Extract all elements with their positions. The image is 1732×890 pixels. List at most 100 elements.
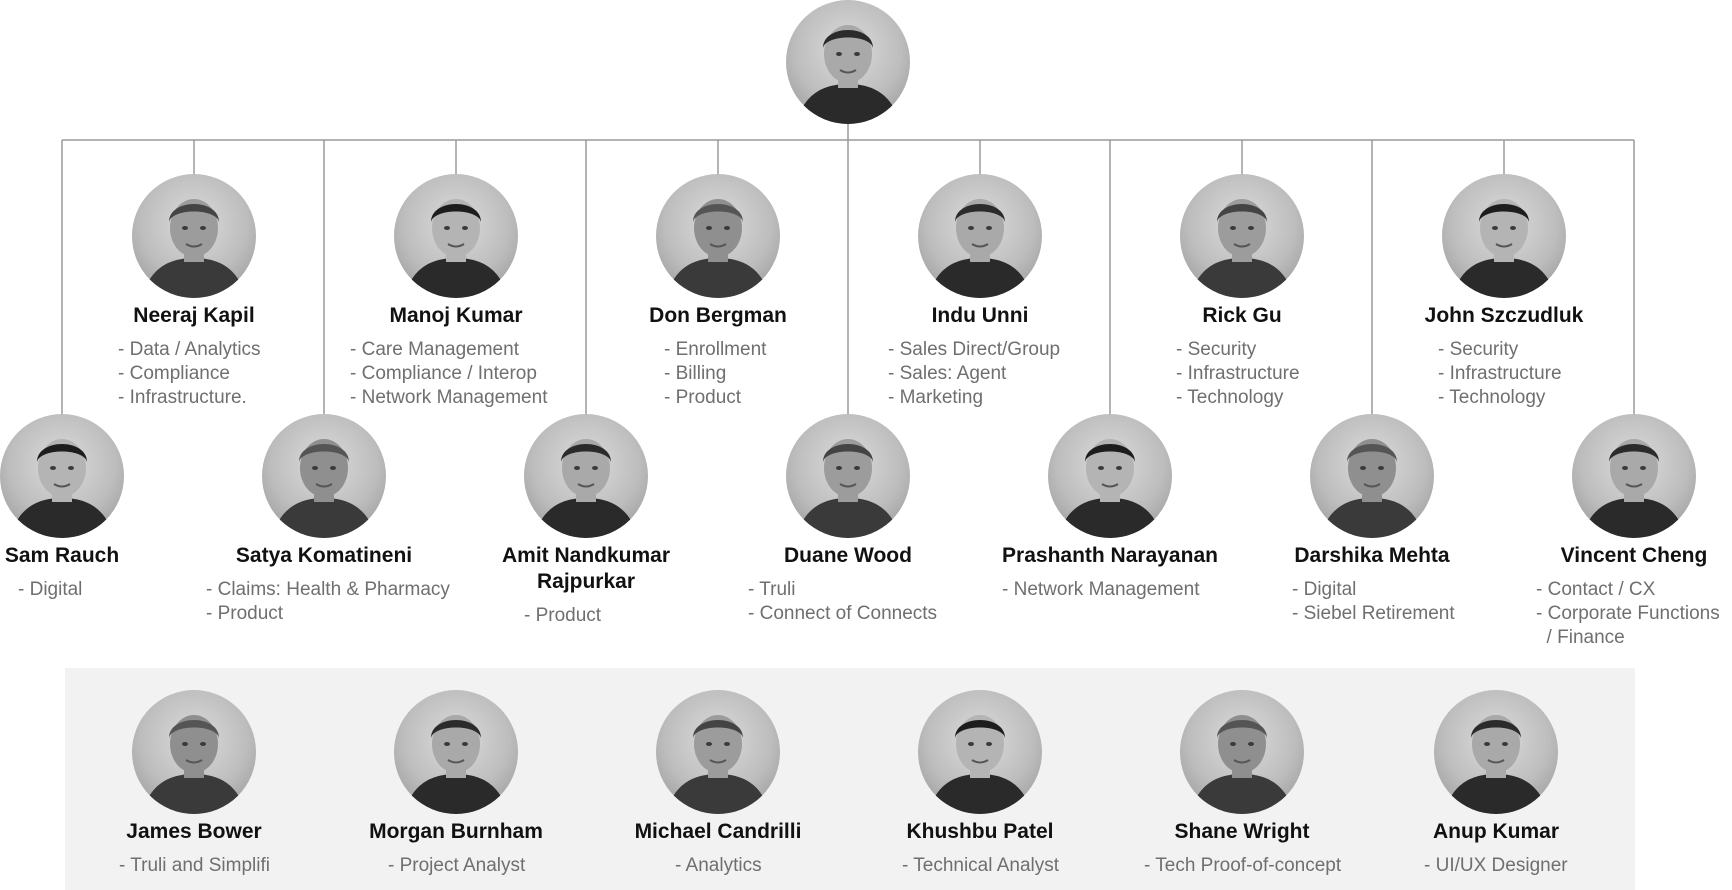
person-name: Don Bergman [649, 304, 787, 327]
role-item: - Tech Proof-of-concept [1144, 855, 1342, 876]
role-item: - Security [1438, 339, 1519, 360]
team-panel [65, 668, 1635, 890]
team-photo [656, 690, 780, 814]
role-item: - Product [206, 603, 284, 624]
leader-photo [1180, 174, 1304, 298]
person-name-line: Amit Nandkumar [501, 544, 671, 567]
role-item: - Truli [748, 579, 796, 600]
person-name: Indu Unni [931, 304, 1029, 327]
person-photo-icon [404, 199, 508, 298]
role-item: - Infrastructure [1438, 363, 1562, 384]
role-item: - Network Management [350, 387, 548, 408]
person-name: James Bower [126, 820, 262, 843]
leader-photo [918, 174, 1042, 298]
person-name: Prashanth Narayanan [1002, 544, 1218, 567]
person-photo-icon [534, 439, 638, 538]
person-photo-icon [404, 715, 508, 814]
person-name: Neeraj Kapil [133, 304, 255, 327]
role-item: - Security [1176, 339, 1257, 360]
role-item: - Project Analyst [388, 855, 526, 876]
manager-photo [1048, 414, 1172, 538]
person-photo-icon [1058, 439, 1162, 538]
role-item: - Technology [1176, 387, 1284, 408]
person-photo-icon [796, 25, 900, 124]
role-list: - Truli and Simplifi [119, 854, 270, 878]
person-photo-icon [666, 715, 770, 814]
role-list: - Project Analyst [388, 854, 525, 878]
manager-photo [0, 414, 124, 538]
role-item: - Siebel Retirement [1292, 603, 1455, 624]
manager-photo [1572, 414, 1696, 538]
role-list: - Analytics [675, 854, 762, 878]
person-photo-icon [796, 439, 900, 538]
team-photo [918, 690, 1042, 814]
role-item: / Finance [1536, 627, 1625, 648]
role-item: - Billing [664, 363, 727, 384]
leader-photo [132, 174, 256, 298]
manager-photo [1310, 414, 1434, 538]
role-list: - Care Management- Compliance / Interop-… [350, 338, 547, 410]
person-name: Vincent Cheng [1560, 544, 1708, 567]
role-item: - Network Management [1002, 579, 1200, 600]
person-name: Duane Wood [784, 544, 912, 567]
person-name: Darshika Mehta [1294, 544, 1450, 567]
role-item: - Contact / CX [1536, 579, 1656, 600]
role-list: - Data / Analytics - Compliance - Infrastr… [118, 338, 261, 410]
person-photo-icon [1190, 715, 1294, 814]
person-photo-icon [1452, 199, 1556, 298]
role-list: - Digital [18, 578, 82, 602]
person-photo-icon [142, 715, 246, 814]
role-item: - Sales Direct/Group [888, 339, 1061, 360]
team-photo [132, 690, 256, 814]
manager-photo [524, 414, 648, 538]
role-item: - Product [664, 387, 742, 408]
role-item: - Technology [1438, 387, 1546, 408]
person-name-line: Rajpurkar [536, 570, 636, 593]
root-photo [786, 0, 910, 124]
person-name: Manoj Kumar [389, 304, 523, 327]
person-photo-icon [142, 199, 246, 298]
team-photo [1434, 690, 1558, 814]
person-name: Khushbu Patel [906, 820, 1054, 843]
role-item: - Compliance / Interop [350, 363, 537, 384]
role-list: - Security - Infrastructure - Technology [1438, 338, 1562, 410]
team-photo [1180, 690, 1304, 814]
role-item: - Analytics [675, 855, 762, 876]
person-name: Shane Wright [1174, 820, 1310, 843]
role-item: - Connect of Connects [748, 603, 938, 624]
role-item: - Compliance [118, 363, 230, 384]
leader-photo [1442, 174, 1566, 298]
person-photo-icon [1320, 439, 1424, 538]
role-list: - Network Management [1002, 578, 1199, 602]
person-photo-icon [10, 439, 114, 538]
person-name: Morgan Burnham [369, 820, 543, 843]
role-item: - UI/UX Designer [1424, 855, 1568, 876]
person-name: Anup Kumar [1433, 820, 1559, 843]
person-photo-icon [1582, 439, 1686, 538]
person-photo-icon [1190, 199, 1294, 298]
role-list: - Truli - Connect of Connects [748, 578, 937, 626]
role-item: - Claims: Health & Pharmacy [206, 579, 450, 600]
role-item: - Marketing [888, 387, 984, 408]
role-list: - Contact / CX- Corporate Functions / Fi… [1536, 578, 1720, 650]
role-list: - UI/UX Designer [1424, 854, 1568, 878]
person-photo-icon [928, 199, 1032, 298]
role-item: - Infrastructure. [118, 387, 247, 408]
role-item: - Digital [1292, 579, 1357, 600]
person-name: Rick Gu [1202, 304, 1282, 327]
leader-photo [656, 174, 780, 298]
role-item: - Truli and Simplifi [119, 855, 270, 876]
role-list: - Tech Proof-of-concept [1144, 854, 1341, 878]
role-item: - Technical Analyst [902, 855, 1060, 876]
person-photo-icon [272, 439, 376, 538]
person-name: Michael Candrilli [634, 820, 802, 843]
person-name: Sam Rauch [4, 544, 120, 567]
role-item: - Enrollment [664, 339, 767, 360]
role-item: - Sales: Agent [888, 363, 1007, 384]
person-photo-icon [666, 199, 770, 298]
role-item: - Data / Analytics [118, 339, 261, 360]
role-list: - Sales Direct/Group - Sales: Agent - Mark… [888, 338, 1060, 410]
team-photo [394, 690, 518, 814]
